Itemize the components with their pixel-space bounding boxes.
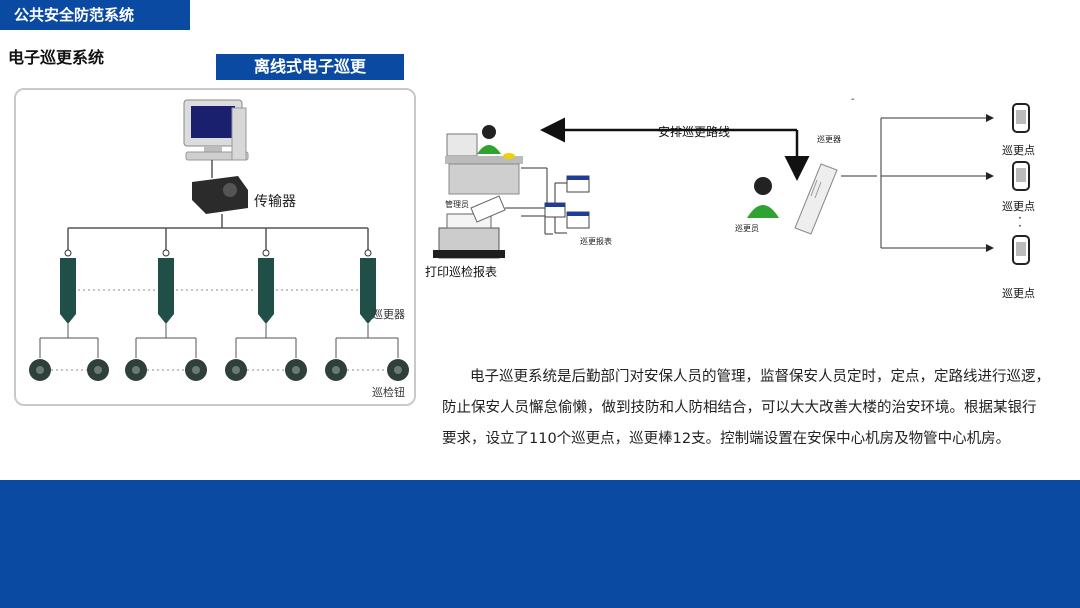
transmitter-label: 传输器 — [254, 194, 296, 210]
check-button-icon — [87, 359, 109, 381]
device-label: 巡更器 — [817, 134, 841, 144]
patrol-device-icon — [360, 249, 376, 324]
patrol-point-label: 巡更点 — [1002, 144, 1035, 157]
offline-diagram: 传输器 巡更器 — [29, 99, 409, 399]
check-button-icon — [125, 359, 147, 381]
route-label: 安排巡更路线 — [658, 124, 730, 139]
check-button-icon — [325, 359, 347, 381]
flow-diagram: 安排巡更路线 管理员 打印巡检报表 巡更报表 — [425, 94, 1035, 300]
transmitter-icon — [192, 176, 248, 214]
offline-diagram-frame: 传输器 巡更器 — [14, 88, 416, 406]
header-title: 公共安全防范系统 — [0, 0, 190, 30]
check-button-icon — [29, 359, 51, 381]
patrol-device-icon — [258, 249, 274, 324]
check-button-label: 巡检钮 — [372, 385, 405, 399]
section-title: 电子巡更系统 — [8, 48, 105, 67]
report-window-icon — [566, 211, 590, 229]
report-label: 巡更报表 — [580, 236, 612, 246]
check-button-icon — [185, 359, 207, 381]
patrol-point-icon — [1012, 235, 1030, 265]
printer-icon — [433, 195, 506, 259]
report-window-icon — [544, 202, 566, 218]
patrol-point-icon — [1012, 103, 1030, 133]
ellipsis-dots: · — [1018, 219, 1022, 233]
offline-diagram-title: 离线式电子巡更 — [216, 54, 404, 80]
patroller-icon — [747, 177, 779, 218]
manager-desk-icon — [445, 125, 523, 195]
device-mark: - — [851, 94, 855, 105]
patrol-point-icon — [1012, 161, 1030, 191]
patrol-device-icon — [794, 163, 838, 235]
manager-label: 管理员 — [445, 199, 469, 209]
patroller-label: 巡更员 — [735, 223, 759, 233]
computer-icon — [183, 99, 249, 161]
check-button-icon — [387, 359, 409, 381]
check-button-icon — [285, 359, 307, 381]
check-button-icon — [225, 359, 247, 381]
report-window-icon — [566, 175, 590, 193]
patrol-device-label: 巡更器 — [372, 308, 405, 321]
patrol-point-label: 巡更点 — [1002, 200, 1035, 213]
footer-band — [0, 480, 1080, 608]
patrol-device-icon — [158, 249, 174, 324]
patrol-device-icon — [60, 249, 76, 324]
print-label: 打印巡检报表 — [425, 264, 497, 279]
patrol-point-label: 巡更点 — [1002, 287, 1035, 300]
description-text: 电子巡更系统是后勤部门对安保人员的管理，监督保安人员定时，定点，定路线进行巡逻，… — [442, 369, 1050, 447]
ellipsis-dots: · — [1018, 211, 1022, 225]
